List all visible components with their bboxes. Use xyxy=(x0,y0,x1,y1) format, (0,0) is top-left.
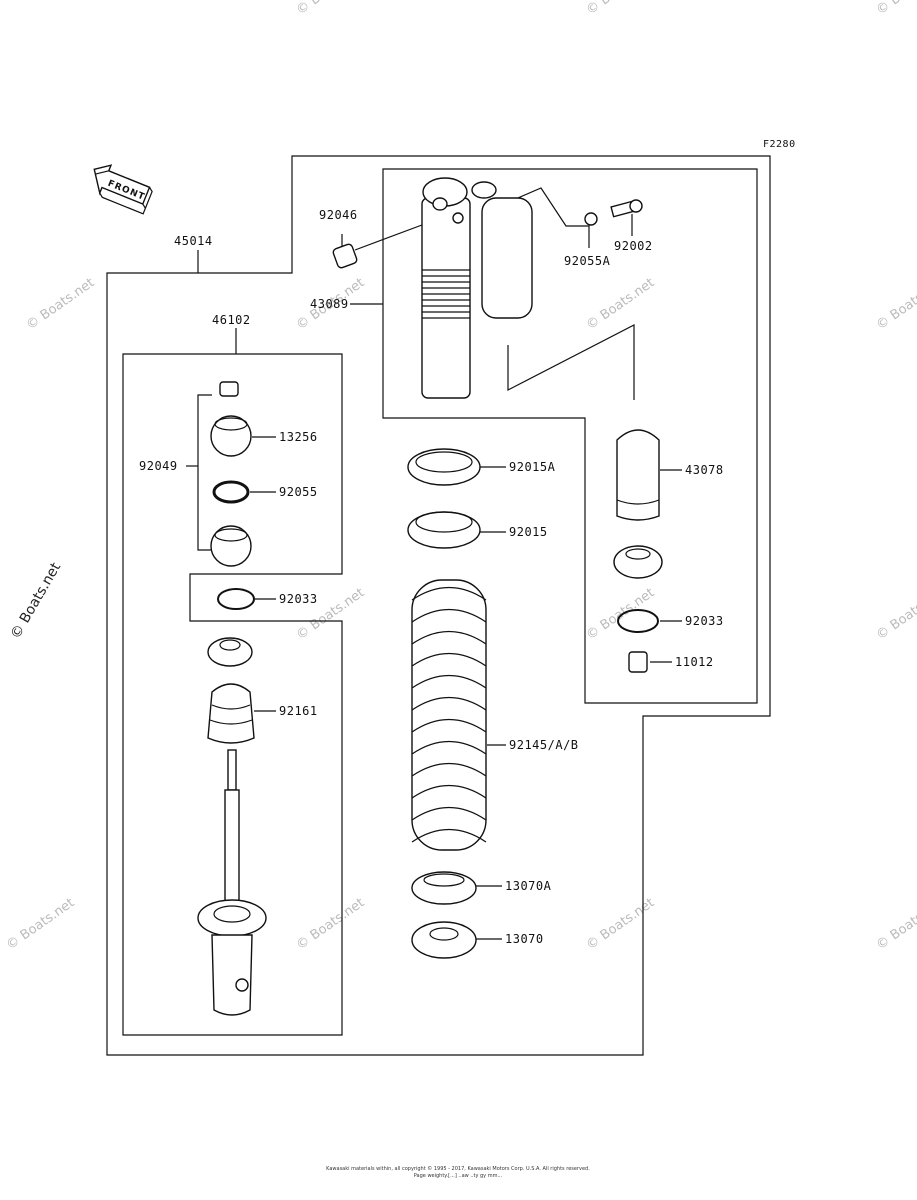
subassembly-boundary-46102 xyxy=(122,353,343,1036)
callout-92055: 92055 xyxy=(279,485,318,499)
callout-92145: 92145/A/B xyxy=(509,738,579,752)
valve-11012 xyxy=(628,651,648,673)
circlip-92033-lower xyxy=(617,609,659,633)
spring-seat-13070 xyxy=(411,921,477,959)
adjuster-nut-92015 xyxy=(407,511,481,549)
watermark: © Boats.net xyxy=(874,0,917,18)
callout-45014: 45014 xyxy=(174,234,213,248)
watermark: © Boats.net xyxy=(24,275,98,333)
shock-body-43089 xyxy=(421,177,533,399)
callout-leaders xyxy=(186,187,682,940)
callout-92161: 92161 xyxy=(279,704,318,718)
callout-92049: 92049 xyxy=(139,459,178,473)
callout-43089: 43089 xyxy=(310,297,349,311)
watermark: © Boats.net xyxy=(294,895,368,953)
watermark: © Boats.net xyxy=(584,895,658,953)
seal-92049 xyxy=(210,525,252,567)
copyright-line-1: Kawasaki materials within, all copyright… xyxy=(326,1165,590,1172)
callout-92015A: 92015A xyxy=(509,460,556,474)
o-ring-92055 xyxy=(212,480,250,504)
bolt-92002 xyxy=(610,199,643,218)
watermark: © Boats.net xyxy=(584,275,658,333)
spring-92145 xyxy=(411,579,487,851)
cap xyxy=(613,545,663,579)
callout-11012: 11012 xyxy=(675,655,714,669)
bushing-13256 xyxy=(210,415,252,457)
circlip-92033-upper xyxy=(217,588,255,610)
watermark: © Boats.net xyxy=(874,275,917,333)
piston-rod xyxy=(197,749,267,1016)
bump-rubber-92161 xyxy=(207,683,255,744)
watermark: © Boats.net xyxy=(874,585,917,643)
locknut-92015A xyxy=(407,448,481,486)
callout-labels: 45014 46102 92046 43089 92055A 92002 132… xyxy=(139,208,724,946)
watermark: © Boats.net xyxy=(294,0,368,18)
front-direction-arrow: FRONT xyxy=(93,164,153,215)
callout-13070: 13070 xyxy=(505,932,544,946)
callout-13070A: 13070A xyxy=(505,879,552,893)
o-ring-92055A xyxy=(584,212,598,226)
callout-92055A: 92055A xyxy=(564,254,611,268)
callout-92046: 92046 xyxy=(319,208,358,222)
watermark: © Boats.net xyxy=(584,0,658,18)
spring-guide-13070A xyxy=(411,871,477,905)
callout-13256: 13256 xyxy=(279,430,318,444)
copyright-footer: Kawasaki materials within, all copyright… xyxy=(326,1165,590,1179)
callout-92015: 92015 xyxy=(509,525,548,539)
nut xyxy=(219,381,239,397)
assembly-boundary-45014 xyxy=(106,155,771,1056)
reservoir-43078 xyxy=(616,429,660,521)
callout-92033-lower: 92033 xyxy=(685,614,724,628)
reservoir-boundary-43089 xyxy=(382,168,758,704)
watermark: © Boats.net xyxy=(874,895,917,953)
callout-92002: 92002 xyxy=(614,239,653,253)
callout-46102: 46102 xyxy=(212,313,251,327)
watermark-side: © Boats.net xyxy=(8,560,65,642)
copyright-line-2: Page weighty.[...] ..aw ..ty gy mm... xyxy=(414,1173,503,1179)
watermark: © Boats.net xyxy=(4,895,78,953)
figure-code: F2280 xyxy=(763,139,796,150)
stopper xyxy=(207,637,253,667)
bearing-92046 xyxy=(332,243,358,269)
callout-43078: 43078 xyxy=(685,463,724,477)
callout-92033-upper: 92033 xyxy=(279,592,318,606)
